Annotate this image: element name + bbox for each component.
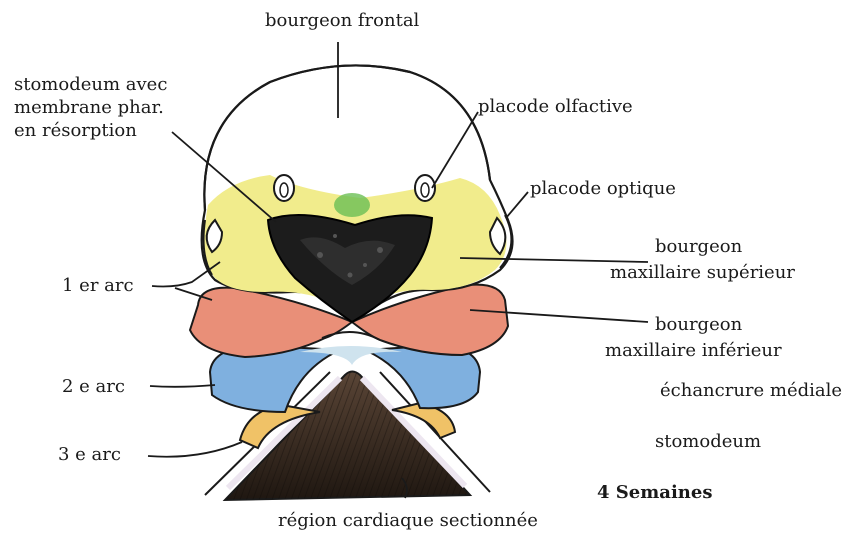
label-stomodeum-line3: en résorption (14, 120, 137, 142)
label-placode-optique: placode optique (530, 178, 676, 200)
leader-optique (506, 192, 528, 218)
label-arc2: 2 e arc (62, 376, 125, 398)
label-bms-line2: maxillaire supérieur (610, 262, 795, 284)
label-stomodeum: stomodeum (655, 431, 761, 453)
label-stomodeum-line2: membrane phar. (14, 97, 164, 119)
label-semaines: 4 Semaines (597, 482, 712, 504)
leader-arc2 (150, 385, 215, 387)
label-arc1: 1 er arc (62, 275, 134, 297)
label-stomodeum-line1: stomodeum avec (14, 74, 167, 96)
label-region-cardiaque: région cardiaque sectionnée (278, 510, 538, 532)
label-bmi-line2: maxillaire inférieur (605, 340, 782, 362)
label-echancrure: échancrure médiale (660, 380, 842, 402)
label-placode-olfactive: placode olfactive (478, 96, 633, 118)
label-bourgeon-frontal: bourgeon frontal (265, 10, 419, 32)
label-arc3: 3 e arc (58, 444, 121, 466)
label-bms-line1: bourgeon (655, 236, 742, 258)
label-bmi-line1: bourgeon (655, 314, 742, 336)
leader-arc3 (148, 442, 242, 457)
